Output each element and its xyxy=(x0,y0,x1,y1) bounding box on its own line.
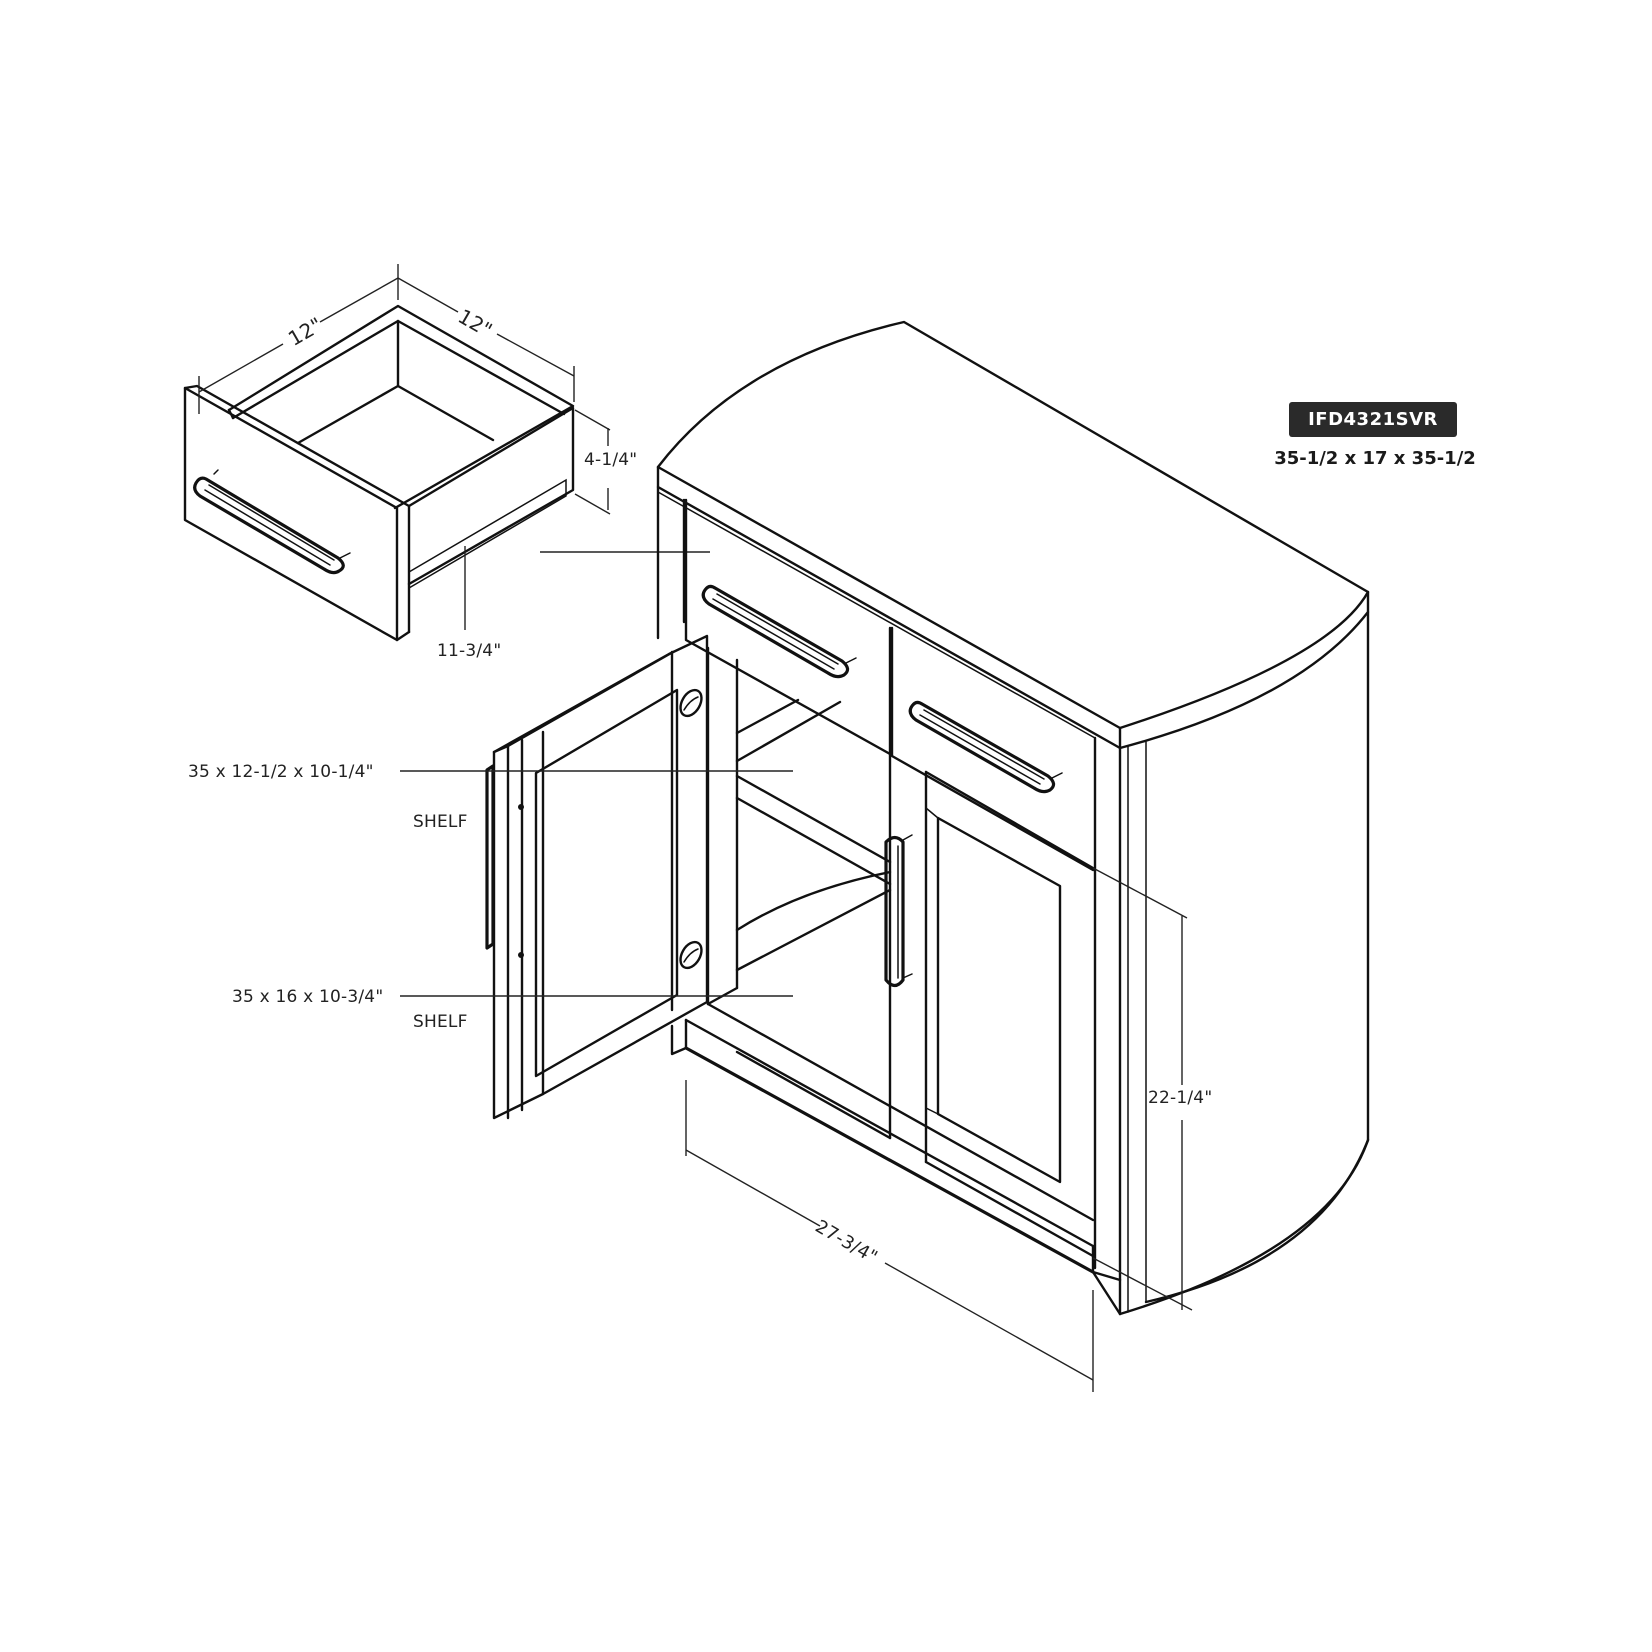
door-handle-right-icon xyxy=(884,834,913,988)
overall-size-label: 35-1/2 x 17 x 35-1/2 xyxy=(1274,448,1476,469)
cabinet-interior-height-label: 22-1/4" xyxy=(1148,1088,1213,1108)
shelf-lower-dimensions: 35 x 16 x 10-3/4" xyxy=(232,987,384,1007)
hinge-top-icon xyxy=(679,688,703,718)
cabinet-drawing xyxy=(656,320,1370,1316)
drawer-detail-drawing xyxy=(183,264,611,642)
drawer-detail-handle-icon xyxy=(193,469,351,575)
model-code-badge: IFD4321SVR xyxy=(1289,402,1457,437)
door-handle-left-icon xyxy=(485,764,495,950)
drawer-handle-right-icon xyxy=(908,700,1063,794)
shelf-lower-type: SHELF xyxy=(413,1012,468,1032)
drawer-interior-label: 11-3/4" xyxy=(437,641,502,661)
screw-dot-icon xyxy=(518,952,524,958)
screw-dot-icon xyxy=(518,804,524,810)
shelf-upper-type: SHELF xyxy=(413,812,468,832)
drawer-height-label: 4-1/4" xyxy=(584,450,638,470)
hinge-bottom-icon xyxy=(679,940,703,970)
open-door-drawing xyxy=(485,634,709,1120)
drawer-handle-left-icon xyxy=(701,584,857,679)
dimension-lines xyxy=(400,770,1193,1392)
shelf-upper-dimensions: 35 x 12-1/2 x 10-1/4" xyxy=(188,762,374,782)
